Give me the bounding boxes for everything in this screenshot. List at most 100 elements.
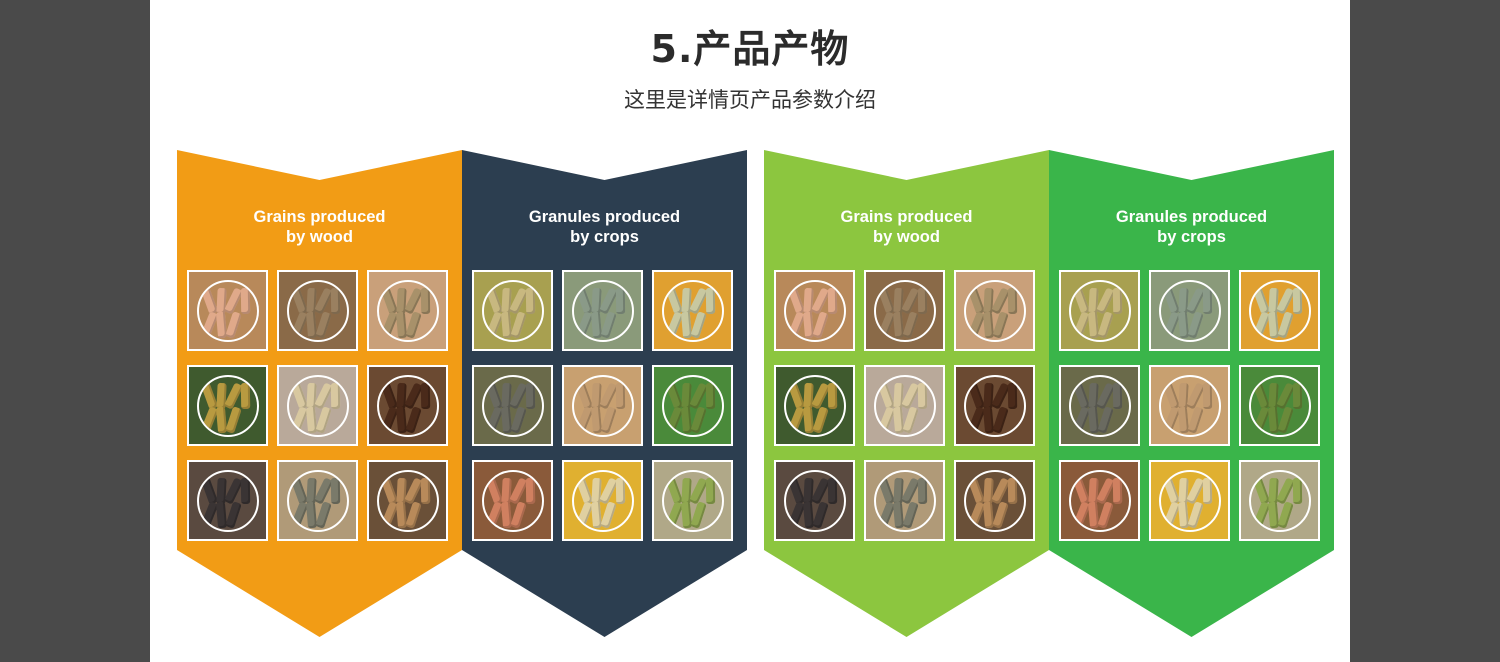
pellet xyxy=(1292,287,1302,314)
panel-heading-line2: by wood xyxy=(873,228,940,246)
pellet xyxy=(240,477,250,504)
product-photo xyxy=(187,365,268,446)
pellet-closeup xyxy=(1248,469,1311,532)
page-title: 5.产品产物 xyxy=(650,27,850,71)
product-photo xyxy=(277,270,358,351)
product-photo xyxy=(367,270,448,351)
pellet xyxy=(509,310,527,339)
pellet xyxy=(1252,476,1270,505)
pellet xyxy=(485,381,503,410)
pellet-closeup xyxy=(963,469,1026,532)
pellet xyxy=(811,405,829,434)
pellet-closeup xyxy=(963,279,1026,342)
pellet xyxy=(200,286,218,315)
pellet xyxy=(1096,310,1114,339)
pellet xyxy=(1202,287,1212,314)
pellet xyxy=(991,405,1009,434)
pellet xyxy=(509,500,527,529)
panel-heading-line1: Grains produced xyxy=(840,208,973,226)
pellet-closeup xyxy=(376,279,439,342)
pellet xyxy=(240,382,250,409)
pellet-closeup xyxy=(783,374,846,437)
pellet xyxy=(901,405,919,434)
pellet xyxy=(599,310,617,339)
pellet xyxy=(1096,405,1114,434)
pellet xyxy=(1276,310,1294,339)
pellet-closeup xyxy=(481,279,544,342)
product-photo xyxy=(367,365,448,446)
pellet xyxy=(827,477,837,504)
panel-heading: Granules produced by crops xyxy=(1049,207,1334,247)
panel-heading: Granules produced by crops xyxy=(462,207,747,247)
pellet-closeup xyxy=(196,279,259,342)
product-photo xyxy=(1059,460,1140,541)
pellet xyxy=(314,310,332,339)
pellet-closeup xyxy=(1068,374,1131,437)
pellet xyxy=(314,405,332,434)
pellet xyxy=(1112,477,1122,504)
pellet-closeup xyxy=(376,374,439,437)
product-photo xyxy=(774,365,855,446)
product-photo xyxy=(864,365,945,446)
panel-heading-line1: Grains produced xyxy=(253,208,386,226)
pellet xyxy=(811,500,829,529)
pellet-closeup xyxy=(571,469,634,532)
pellet-closeup xyxy=(571,279,634,342)
pellet-closeup xyxy=(1158,469,1221,532)
pellet xyxy=(689,405,707,434)
pellet-closeup xyxy=(783,279,846,342)
pellet xyxy=(665,286,683,315)
pellet xyxy=(200,476,218,505)
pellet xyxy=(240,287,250,314)
product-photo xyxy=(472,270,553,351)
pellet xyxy=(1112,287,1122,314)
panel-heading-line2: by wood xyxy=(286,228,353,246)
pellet xyxy=(787,286,805,315)
pellet xyxy=(380,286,398,315)
product-photo xyxy=(864,460,945,541)
pellet xyxy=(665,476,683,505)
pellet-closeup xyxy=(481,374,544,437)
pellet xyxy=(705,477,715,504)
pellet xyxy=(967,381,985,410)
product-photo xyxy=(954,270,1035,351)
pellet xyxy=(420,287,430,314)
pellet xyxy=(901,310,919,339)
product-photo xyxy=(562,365,643,446)
pellet xyxy=(787,476,805,505)
pellet xyxy=(290,381,308,410)
pellet xyxy=(509,405,527,434)
content-page: 5.产品产物 这里是详情页产品参数介绍 Grains produced by w… xyxy=(150,0,1350,662)
pellet xyxy=(599,500,617,529)
pellet xyxy=(1276,500,1294,529)
product-photo xyxy=(472,365,553,446)
pellet xyxy=(689,500,707,529)
pellet xyxy=(615,382,625,409)
pellet xyxy=(967,286,985,315)
pellet-closeup xyxy=(783,469,846,532)
product-photo xyxy=(652,365,733,446)
panel-heading-line1: Granules produced xyxy=(1115,208,1268,226)
product-photo xyxy=(562,270,643,351)
panel-heading-line2: by crops xyxy=(1157,228,1226,246)
product-photo xyxy=(1059,270,1140,351)
pellet xyxy=(917,382,927,409)
pellet xyxy=(917,287,927,314)
pellet xyxy=(290,286,308,315)
pellet xyxy=(290,476,308,505)
product-photo xyxy=(277,365,358,446)
product-photo xyxy=(1239,460,1320,541)
product-photo xyxy=(187,460,268,541)
pellet xyxy=(330,477,340,504)
pellet xyxy=(877,381,895,410)
pellet xyxy=(485,286,503,315)
pellet-closeup xyxy=(196,374,259,437)
pellet xyxy=(827,287,837,314)
product-photo xyxy=(1149,365,1230,446)
pellet-closeup xyxy=(1068,279,1131,342)
pellet xyxy=(1276,405,1294,434)
pellet xyxy=(485,476,503,505)
panel-navy-crops: Granules produced by crops xyxy=(462,150,747,637)
panel-heading-line2: by crops xyxy=(570,228,639,246)
pellet-closeup xyxy=(571,374,634,437)
